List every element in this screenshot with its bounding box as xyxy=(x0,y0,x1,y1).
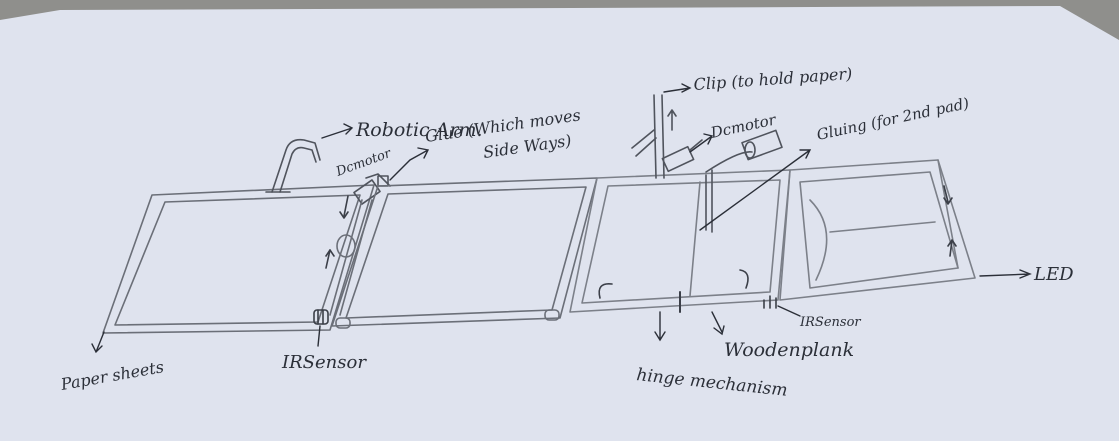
label-ir-sensor-1: IRSensor xyxy=(281,352,367,373)
label-ir-sensor-2: IRSensor xyxy=(799,315,861,330)
label-wooden-plank: Woodenplank xyxy=(724,339,854,361)
label-led: LED xyxy=(1033,264,1074,285)
paper-sheet xyxy=(0,6,1119,441)
